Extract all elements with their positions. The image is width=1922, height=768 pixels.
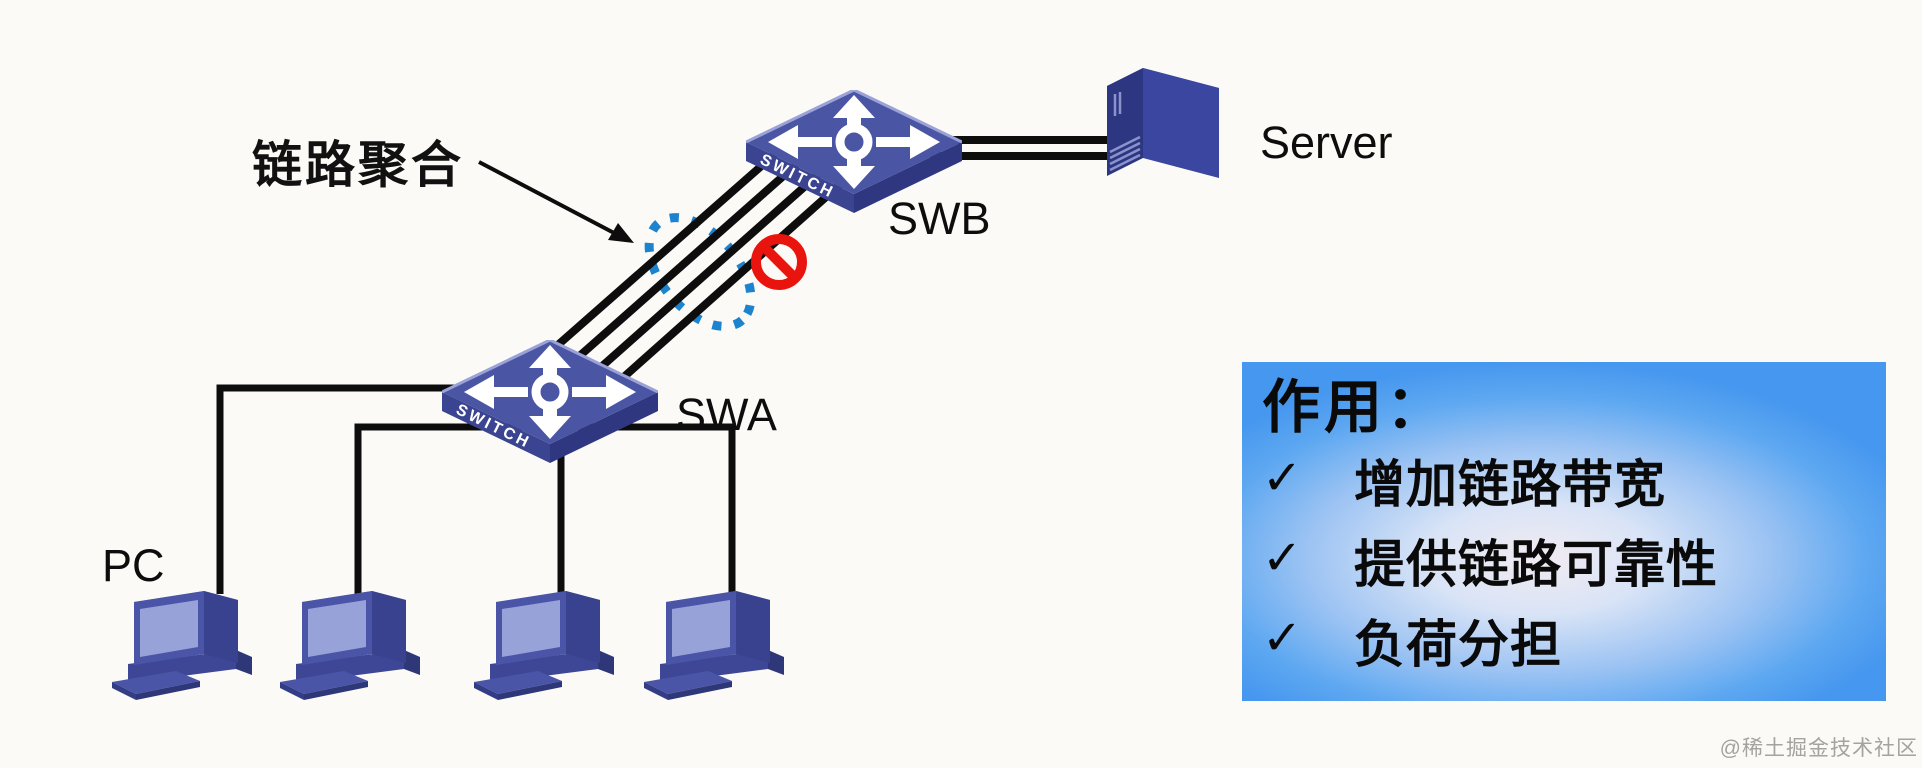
watermark: @稀土掘金技术社区 <box>1719 737 1918 760</box>
pc-label: PC <box>102 540 165 591</box>
benefit-item: ✓ 增加链路带宽 <box>1262 440 1876 520</box>
benefit-item-text: 增加链路带宽 <box>1354 456 1667 513</box>
benefit-item-text: 负荷分担 <box>1354 616 1563 673</box>
blocked-icon <box>751 234 807 290</box>
benefits-title: 作用： <box>1262 375 1449 440</box>
checkmark-icon: ✓ <box>1262 532 1303 585</box>
link-aggregation-label: 链路聚合 <box>252 137 464 193</box>
aggregation-group-ellipse <box>644 213 756 331</box>
benefits-info-box: 作用： ✓ 增加链路带宽 ✓ 提供链路可靠性 ✓ 负荷分担 <box>1242 362 1886 701</box>
benefit-item: ✓ 负荷分担 <box>1262 600 1876 680</box>
benefit-item-text: 提供链路可靠性 <box>1354 536 1719 593</box>
server-label: Server <box>1260 117 1393 168</box>
pc-icon <box>112 576 262 704</box>
pc-icon <box>280 576 430 704</box>
checkmark-icon: ✓ <box>1262 612 1303 665</box>
swa-label: SWA <box>676 389 777 440</box>
pc-icon <box>644 576 794 704</box>
checkmark-icon: ✓ <box>1262 452 1303 505</box>
switch-swa-icon: SWITCH <box>442 340 658 464</box>
benefit-item: ✓ 提供链路可靠性 <box>1262 520 1876 600</box>
server-icon <box>1103 52 1223 180</box>
switch-swb-icon: SWITCH <box>746 90 962 214</box>
aggregation-arrow <box>478 160 634 243</box>
pc-icon <box>474 576 624 704</box>
swb-label: SWB <box>888 193 991 244</box>
